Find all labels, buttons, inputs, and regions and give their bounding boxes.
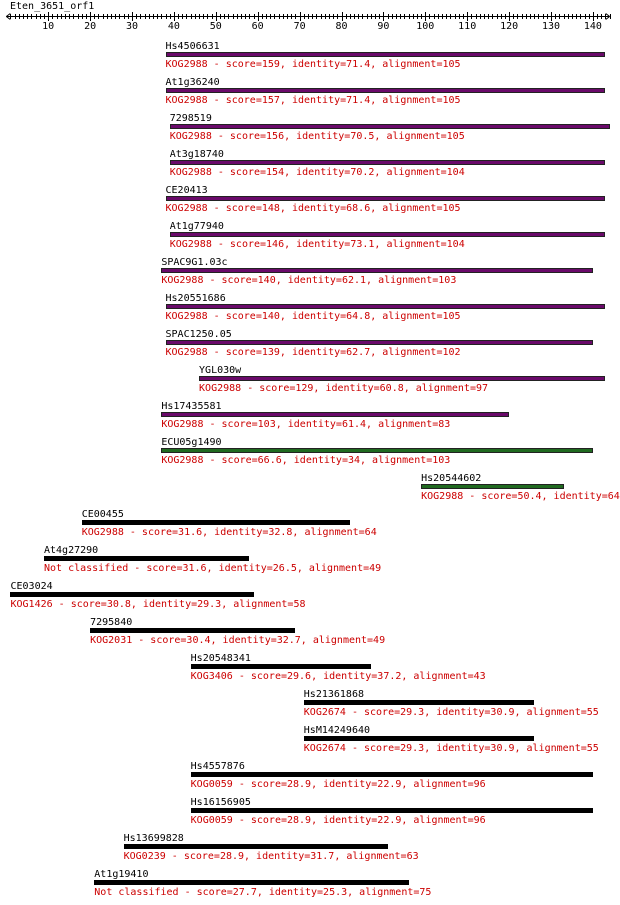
ruler-tick-label: 110 (458, 21, 477, 32)
hit-description[interactable]: KOG2988 - score=159, identity=71.4, alig… (165, 59, 461, 70)
hit-alignment-bar[interactable] (161, 412, 510, 417)
hit-description[interactable]: KOG2988 - score=139, identity=62.7, alig… (165, 347, 461, 358)
ruler-tick-label: 40 (167, 21, 180, 32)
hit-description[interactable]: KOG2988 - score=140, identity=64.8, alig… (165, 311, 461, 322)
hit-alignment-bar[interactable] (190, 808, 593, 813)
hit-description[interactable]: KOG2988 - score=157, identity=71.4, alig… (165, 95, 461, 106)
hit-description[interactable]: KOG2988 - score=31.6, identity=32.8, ali… (81, 527, 377, 538)
hit-description[interactable]: KOG0059 - score=28.9, identity=22.9, ali… (190, 779, 486, 790)
hit-alignment-bar[interactable] (165, 196, 606, 201)
sequence-ruler (6, 12, 611, 21)
hit-description[interactable]: KOG2988 - score=156, identity=70.5, alig… (169, 131, 465, 142)
hit-description[interactable]: KOG2988 - score=148, identity=68.6, alig… (165, 203, 461, 214)
ruler-tick-label: 120 (500, 21, 519, 32)
hit-alignment-bar[interactable] (303, 736, 535, 741)
ruler-tick-label: 70 (293, 21, 306, 32)
hit-alignment-bar[interactable] (10, 592, 254, 597)
hit-alignment-bar[interactable] (303, 700, 535, 705)
hit-description[interactable]: KOG2674 - score=29.3, identity=30.9, ali… (303, 707, 599, 718)
ruler-tick-label: 140 (583, 21, 602, 32)
hit-name[interactable]: 7295840 (90, 617, 133, 628)
hit-name[interactable]: SPAC1250.05 (165, 329, 232, 340)
hit-description[interactable]: Not classified - score=31.6, identity=26… (44, 563, 382, 574)
hit-alignment-bar[interactable] (81, 520, 350, 525)
hit-name[interactable]: Hs20544602 (421, 473, 482, 484)
hit-name[interactable]: At1g19410 (94, 869, 149, 880)
hit-alignment-bar[interactable] (165, 304, 606, 309)
hit-alignment-bar[interactable] (44, 556, 250, 561)
hit-description[interactable]: KOG0059 - score=28.9, identity=22.9, ali… (190, 815, 486, 826)
hit-alignment-bar[interactable] (421, 484, 564, 489)
hit-name[interactable]: YGL030w (199, 365, 242, 376)
hit-name[interactable]: 7298519 (169, 113, 212, 124)
hit-description[interactable]: KOG3406 - score=29.6, identity=37.2, ali… (190, 671, 486, 682)
hit-description[interactable]: KOG2674 - score=29.3, identity=30.9, ali… (303, 743, 599, 754)
hit-name[interactable]: At4g27290 (44, 545, 99, 556)
ruler-tick-label: 10 (42, 21, 55, 32)
hit-alignment-bar[interactable] (161, 448, 593, 453)
hit-alignment-bar[interactable] (169, 232, 606, 237)
ruler-arrow-left (6, 16, 11, 20)
hit-alignment-bar[interactable] (123, 844, 388, 849)
hit-name[interactable]: At1g77940 (169, 221, 224, 232)
hit-description[interactable]: KOG2988 - score=146, identity=73.1, alig… (169, 239, 465, 250)
hit-name[interactable]: Hs4506631 (165, 41, 220, 52)
hit-name[interactable]: Hs21361868 (303, 689, 364, 700)
hit-description[interactable]: KOG2988 - score=140, identity=62.1, alig… (161, 275, 457, 286)
hit-alignment-bar[interactable] (161, 268, 593, 273)
hit-name[interactable]: CE03024 (10, 581, 53, 592)
ruler-tick-label: 130 (541, 21, 561, 32)
hit-alignment-bar[interactable] (94, 880, 409, 885)
hit-name[interactable]: CE20413 (165, 185, 208, 196)
ruler-tick-label: 80 (335, 21, 348, 32)
hit-description[interactable]: KOG2988 - score=66.6, identity=34, align… (161, 455, 451, 466)
ruler-tick-label: 30 (125, 21, 139, 32)
hit-alignment-bar[interactable] (90, 628, 296, 633)
hit-alignment-bar[interactable] (169, 160, 606, 165)
hit-description[interactable]: KOG0239 - score=28.9, identity=31.7, ali… (123, 851, 419, 862)
hit-alignment-bar[interactable] (165, 52, 606, 57)
hit-description[interactable]: KOG2988 - score=50.4, identity=64 (421, 491, 620, 502)
hit-description[interactable]: KOG2031 - score=30.4, identity=32.7, ali… (90, 635, 386, 646)
hit-name[interactable]: SPAC9G1.03c (161, 257, 228, 268)
hit-name[interactable]: Hs13699828 (123, 833, 184, 844)
ruler-arrow-right (605, 13, 610, 17)
hit-alignment-bar[interactable] (190, 772, 593, 777)
hit-name[interactable]: ECU05g1490 (161, 437, 222, 448)
ruler-tick-label: 90 (377, 21, 390, 32)
hit-alignment-bar[interactable] (165, 88, 606, 93)
hit-name[interactable]: At3g18740 (169, 149, 224, 160)
ruler-tick-label: 50 (209, 21, 222, 32)
hit-description[interactable]: KOG2988 - score=154, identity=70.2, alig… (169, 167, 465, 178)
hit-description[interactable]: KOG2988 - score=129, identity=60.8, alig… (199, 383, 489, 394)
hit-alignment-bar[interactable] (190, 664, 371, 669)
hit-name[interactable]: Hs4557876 (190, 761, 245, 772)
hit-description[interactable]: Not classified - score=27.7, identity=25… (94, 887, 432, 898)
hit-description[interactable]: KOG1426 - score=30.8, identity=29.3, ali… (10, 599, 306, 610)
hit-name[interactable]: CE00455 (81, 509, 124, 520)
ruler-arrow-left (6, 13, 11, 17)
hit-description[interactable]: KOG2988 - score=103, identity=61.4, alig… (161, 419, 451, 430)
hit-name[interactable]: Hs17435581 (161, 401, 222, 412)
hit-name[interactable]: At1g36240 (165, 77, 220, 88)
hit-name[interactable]: Hs16156905 (190, 797, 251, 808)
hit-alignment-bar[interactable] (199, 376, 606, 381)
hit-alignment-bar[interactable] (169, 124, 610, 129)
ruler-tick-label: 20 (84, 21, 97, 32)
hit-name[interactable]: Hs20548341 (190, 653, 251, 664)
ruler-arrow-right (605, 16, 610, 20)
ruler-tick-label: 60 (251, 21, 264, 32)
hit-name[interactable]: Hs20551686 (165, 293, 226, 304)
sequence-title: Eten_3651_orf1 (10, 1, 95, 12)
hit-alignment-bar[interactable] (165, 340, 593, 345)
hit-name[interactable]: HsM14249640 (303, 725, 371, 736)
ruler-tick-label: 100 (416, 21, 435, 32)
